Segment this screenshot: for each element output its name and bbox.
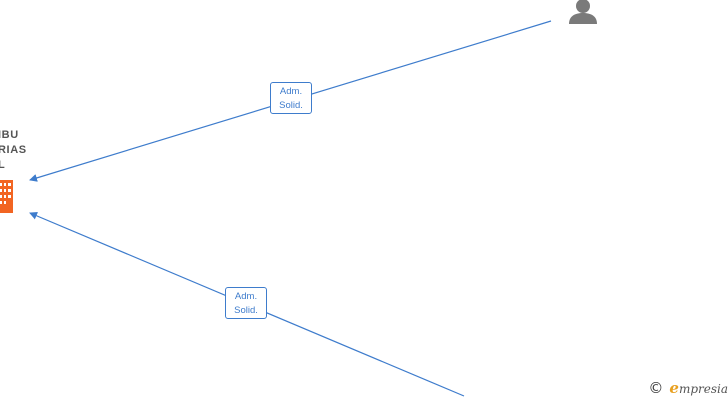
person-icon[interactable] [569, 0, 597, 24]
company-name-line: RIAS [0, 144, 27, 156]
edge-label-line: Solid. [279, 100, 303, 111]
brand-logo[interactable]: empresia [669, 379, 728, 397]
edge-label-line: Adm. [279, 86, 303, 97]
edge-label-adm-solid[interactable]: Adm. Solid. [270, 82, 312, 114]
company-name-label[interactable]: IBU RIAS L [0, 128, 27, 173]
building-icon[interactable] [0, 180, 13, 213]
edge-label-adm-solid[interactable]: Adm. Solid. [225, 287, 267, 319]
company-name-line: IBU [0, 129, 19, 141]
brand-name: mpresia [678, 382, 728, 396]
footer-brand: © empresia [648, 378, 728, 398]
edge-label-line: Solid. [234, 305, 258, 316]
company-name-line: L [0, 159, 6, 171]
brand-initial: e [669, 379, 679, 397]
edge-label-line: Adm. [234, 291, 258, 302]
copyright-icon: © [648, 379, 664, 397]
